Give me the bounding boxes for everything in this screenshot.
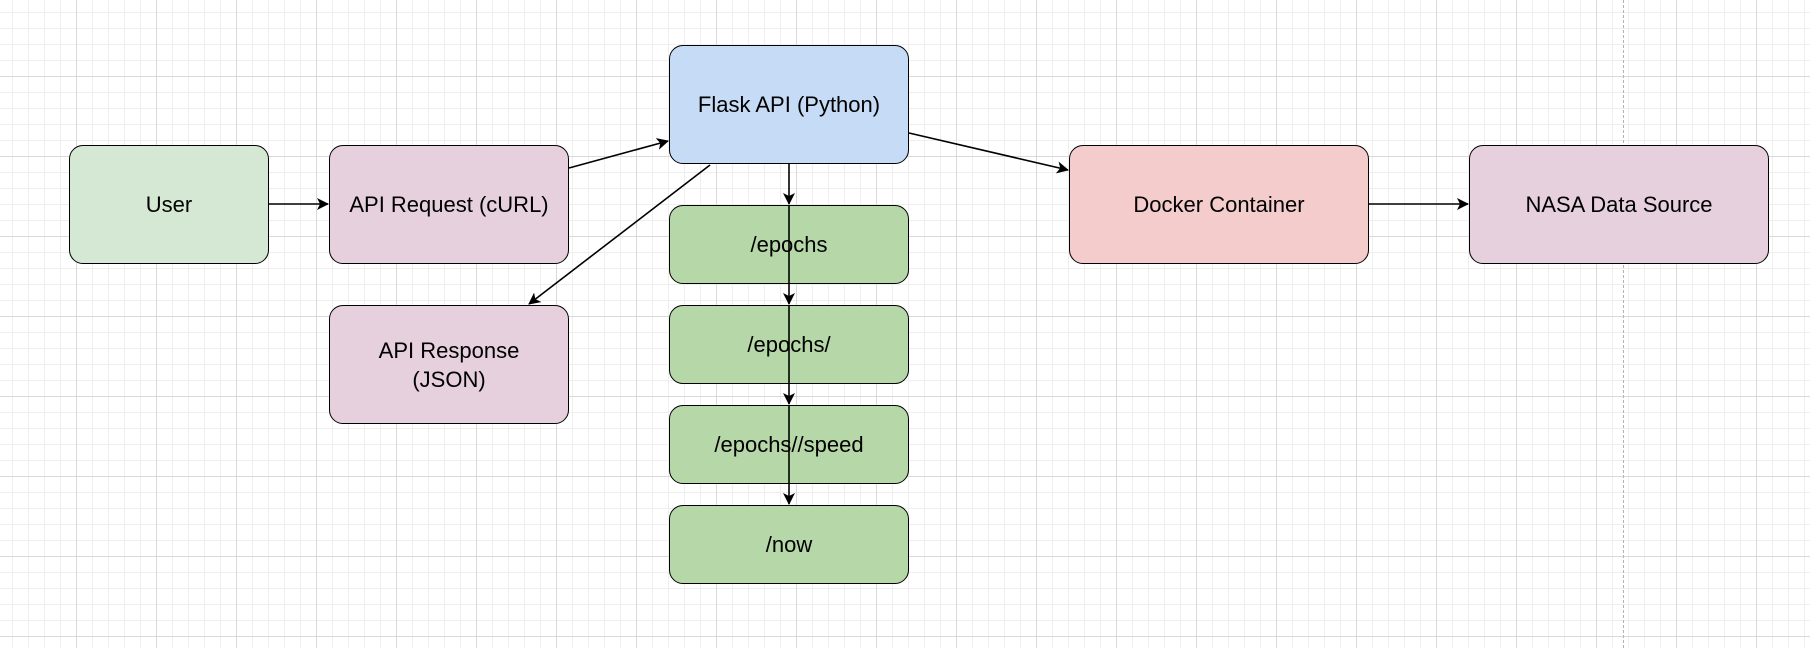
nasa-data-source-node[interactable]: NASA Data Source: [1469, 145, 1769, 264]
endpoint-epochs-speed-label: /epochs//speed: [714, 432, 864, 457]
docker-container-node[interactable]: Docker Container: [1069, 145, 1369, 264]
user-node[interactable]: User: [69, 145, 269, 264]
edge-request-to-flask[interactable]: [568, 138, 669, 169]
api-response-node[interactable]: API Response (JSON): [329, 305, 569, 424]
endpoint-epochs-speed-node[interactable]: /epochs//speed: [669, 405, 909, 484]
api-response-label: API Response (JSON): [378, 337, 520, 392]
endpoint-epochs-label: /epochs: [750, 232, 828, 257]
flask-api-node[interactable]: Flask API (Python): [669, 45, 909, 164]
user-label: User: [145, 192, 193, 217]
api-request-label: API Request (cURL): [349, 192, 549, 217]
endpoint-epochs-slash-label: /epochs/: [747, 332, 831, 357]
api-request-node[interactable]: API Request (cURL): [329, 145, 569, 264]
edge-flask-to-docker[interactable]: [908, 132, 1069, 174]
endpoint-epochs-slash-node[interactable]: /epochs/: [669, 305, 909, 384]
endpoint-epochs-node[interactable]: /epochs: [669, 205, 909, 284]
endpoint-now-label: /now: [765, 532, 813, 557]
flask-api-label: Flask API (Python): [697, 92, 881, 117]
page-boundary-guide: [1623, 0, 1624, 648]
docker-container-label: Docker Container: [1133, 192, 1305, 217]
nasa-data-source-label: NASA Data Source: [1525, 192, 1713, 217]
endpoint-now-node[interactable]: /now: [669, 505, 909, 584]
